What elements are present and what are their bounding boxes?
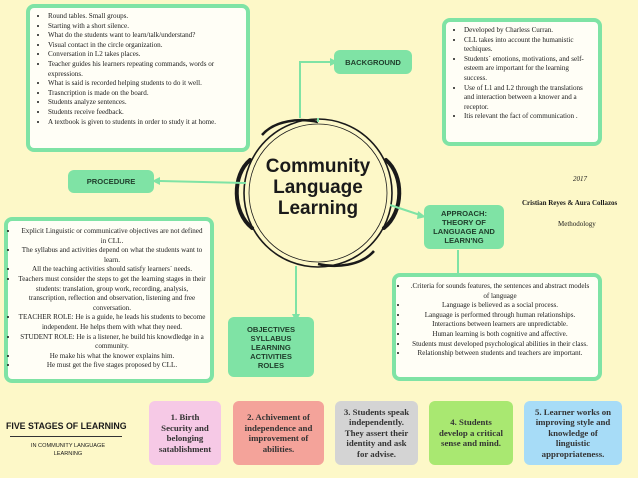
list-item: Students receive feedback. bbox=[48, 108, 240, 118]
center-title-line: Learning bbox=[277, 198, 359, 219]
stage-card: 1. Birth Security and belonging satablis… bbox=[149, 401, 221, 465]
list-item: Developed by Charless Curran. bbox=[464, 26, 592, 36]
five-stages-title: FIVE STAGES OF LEARNING bbox=[6, 421, 127, 431]
list-item: Round tables. Small groups. bbox=[48, 12, 240, 22]
list-item: CLL takes into account the humanistic te… bbox=[464, 36, 592, 55]
list-item: Human learning is both cognitive and aff… bbox=[408, 330, 592, 340]
approach-label-line: THEORY OF bbox=[442, 218, 486, 227]
list-item: Students´ emotions, motivations, and sel… bbox=[464, 55, 592, 84]
objectives-label: OBJECTIVES SYLLABUS LEARNING ACTIVITIES … bbox=[228, 317, 314, 377]
approach-box: .Criteria for sounds features, the sente… bbox=[392, 273, 602, 381]
objectives-list: Explicit Linguistic or communicative obj… bbox=[10, 227, 206, 371]
list-item: Students analyze sentences. bbox=[48, 98, 240, 108]
list-item: What is said is recorded helping student… bbox=[48, 79, 240, 89]
procedure-box: Round tables. Small groups. Starting wit… bbox=[26, 4, 250, 152]
list-item: Language is performed through human rela… bbox=[408, 311, 592, 321]
list-item: Starting with a short silence. bbox=[48, 22, 240, 32]
list-item: He make his what the knower explains him… bbox=[18, 352, 206, 362]
objectives-label-line: OBJECTIVES bbox=[246, 324, 296, 334]
background-list: Developed by Charless Curran. CLL takes … bbox=[452, 26, 592, 122]
credits-authors: Cristian Reyes & Aura Collazos bbox=[522, 199, 618, 207]
five-stages-divider bbox=[10, 436, 122, 437]
background-box: Developed by Charless Curran. CLL takes … bbox=[442, 18, 602, 146]
center-title: Community Language Learning bbox=[248, 156, 388, 219]
stage-card: 2. Achivement of independence and improv… bbox=[233, 401, 324, 465]
objectives-label-line: SYLLABUS bbox=[250, 333, 292, 343]
five-stages-subtitle-line: LEARNING bbox=[53, 451, 83, 457]
approach-label-line: APPROACH: bbox=[441, 209, 487, 218]
approach-label: APPROACH: THEORY OF LANGUAGE AND LEARN'N… bbox=[424, 205, 504, 249]
list-item: He must get the five stages proposed by … bbox=[18, 361, 206, 371]
list-item: Teachers must consider the steps to get … bbox=[18, 275, 206, 313]
objectives-label-line: ROLES bbox=[257, 360, 285, 370]
list-item: Trasncription is made on the board. bbox=[48, 89, 240, 99]
five-stages-subtitle-line: IN COMMUNITY LANGUAGE bbox=[30, 443, 106, 449]
objectives-label-line: ACTIVITIES bbox=[250, 351, 292, 361]
background-label: BACKGROUND bbox=[334, 50, 412, 74]
list-item: Language is believed as a social process… bbox=[408, 301, 592, 311]
objectives-label-line: LEARNING bbox=[251, 342, 291, 352]
list-item: Visual contact in the circle organizatio… bbox=[48, 41, 240, 51]
credits-year: 2017 bbox=[573, 175, 587, 183]
approach-label-line: LEARN'NG bbox=[444, 236, 484, 245]
list-item: Explicit Linguistic or communicative obj… bbox=[18, 227, 206, 246]
list-item: Interactions between learners are unpred… bbox=[408, 320, 592, 330]
center-title-line: Community bbox=[265, 156, 371, 177]
list-item: Teacher guides his learners repeating co… bbox=[48, 60, 240, 79]
list-item: What do the students want to learn/talk/… bbox=[48, 31, 240, 41]
list-item: Use of L1 and L2 through the translation… bbox=[464, 84, 592, 113]
list-item: The syllabus and activities depend on wh… bbox=[18, 246, 206, 265]
stage-card: 4. Students develop a critical sense and… bbox=[429, 401, 513, 465]
list-item: .Criteria for sounds features, the sente… bbox=[408, 282, 592, 301]
list-item: TEACHER ROLE: He is a guide, he leads hi… bbox=[18, 313, 206, 332]
center-title-line: Language bbox=[273, 177, 363, 198]
list-item: A textbook is given to students in order… bbox=[48, 118, 240, 128]
list-item: STUDENT ROLE: He is a listener, he build… bbox=[18, 333, 206, 352]
objectives-box: Explicit Linguistic or communicative obj… bbox=[4, 217, 214, 383]
credits-subject: Methodology bbox=[558, 220, 596, 228]
approach-list: .Criteria for sounds features, the sente… bbox=[400, 282, 592, 359]
procedure-label: PROCEDURE bbox=[68, 170, 154, 193]
approach-label-line: LANGUAGE AND bbox=[433, 227, 495, 236]
stage-card: 5. Learner works on improving style and … bbox=[524, 401, 622, 465]
list-item: Relationship between students and teache… bbox=[408, 349, 592, 359]
procedure-list: Round tables. Small groups. Starting wit… bbox=[36, 12, 240, 127]
list-item: Conversation in L2 takes places. bbox=[48, 50, 240, 60]
stage-card: 3. Students speak independently. They as… bbox=[335, 401, 418, 465]
five-stages-subtitle: IN COMMUNITY LANGUAGE LEARNING bbox=[8, 442, 128, 458]
list-item: Itis relevant the fact of communication … bbox=[464, 112, 592, 122]
list-item: Students must developed psychological ab… bbox=[408, 340, 592, 350]
list-item: All the teaching activities should satis… bbox=[18, 265, 206, 275]
